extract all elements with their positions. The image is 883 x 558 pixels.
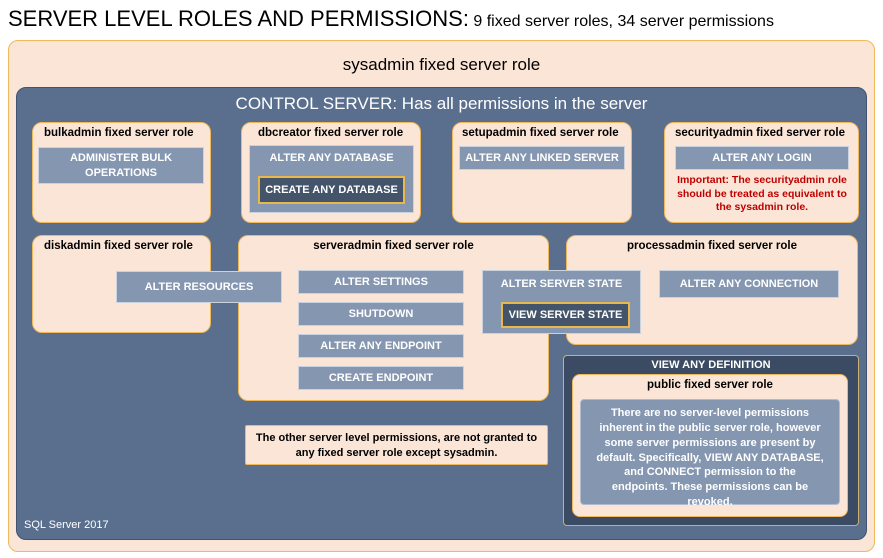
- securityadmin-role-box: [664, 122, 859, 223]
- perm-alter-server-state: ALTER SERVER STATE: [500, 278, 623, 290]
- bulkadmin-role-title: bulkadmin fixed server role: [44, 127, 194, 139]
- securityadmin-important-note: Important: The securityadmin role should…: [677, 174, 847, 214]
- footer-version: SQL Server 2017: [24, 519, 109, 531]
- title-main: SERVER LEVEL ROLES AND PERMISSIONS:: [8, 6, 469, 31]
- control-server-title: CONTROL SERVER: Has all permissions in t…: [235, 94, 648, 113]
- setupadmin-role-box: [452, 122, 632, 223]
- public-role-title: public fixed server role: [647, 379, 773, 391]
- dbcreator-role-title: dbcreator fixed server role: [258, 127, 404, 139]
- perm-alter-settings: ALTER SETTINGS: [298, 270, 464, 294]
- view-any-definition-label: VIEW ANY DEFINITION: [651, 359, 771, 371]
- perm-alter-any-database: ALTER ANY DATABASE: [269, 152, 394, 164]
- processadmin-role-title: processadmin fixed server role: [626, 240, 798, 252]
- public-role-note: There are no server-level permissions in…: [580, 399, 840, 508]
- title-sub: 9 fixed server roles, 34 server permissi…: [473, 13, 774, 30]
- other-permissions-note: The other server level permissions, are …: [245, 425, 548, 465]
- public-role-note-text: There are no server-level permissions in…: [596, 407, 824, 509]
- perm-alter-any-connection: ALTER ANY CONNECTION: [659, 270, 839, 298]
- securityadmin-role-title: securityadmin fixed server role: [675, 127, 846, 139]
- perm-administer-bulk-operations: ADMINISTER BULK OPERATIONS: [38, 147, 204, 184]
- page-title: SERVER LEVEL ROLES AND PERMISSIONS: 9 fi…: [8, 6, 774, 32]
- perm-alter-any-endpoint: ALTER ANY ENDPOINT: [298, 334, 464, 358]
- perm-shutdown: SHUTDOWN: [298, 302, 464, 326]
- perm-alter-any-linked-server: ALTER ANY LINKED SERVER: [459, 146, 625, 170]
- setupadmin-role-title: setupadmin fixed server role: [462, 127, 619, 139]
- perm-create-any-database: CREATE ANY DATABASE: [258, 176, 405, 204]
- perm-alter-resources: ALTER RESOURCES: [116, 271, 282, 303]
- perm-create-endpoint: CREATE ENDPOINT: [298, 366, 464, 390]
- serveradmin-role-title: serveradmin fixed server role: [313, 240, 474, 252]
- perm-view-server-state: VIEW SERVER STATE: [501, 302, 630, 328]
- perm-alter-any-login: ALTER ANY LOGIN: [675, 146, 849, 170]
- diskadmin-role-title: diskadmin fixed server role: [44, 240, 193, 252]
- sysadmin-role-title: sysadmin fixed server role: [342, 55, 541, 74]
